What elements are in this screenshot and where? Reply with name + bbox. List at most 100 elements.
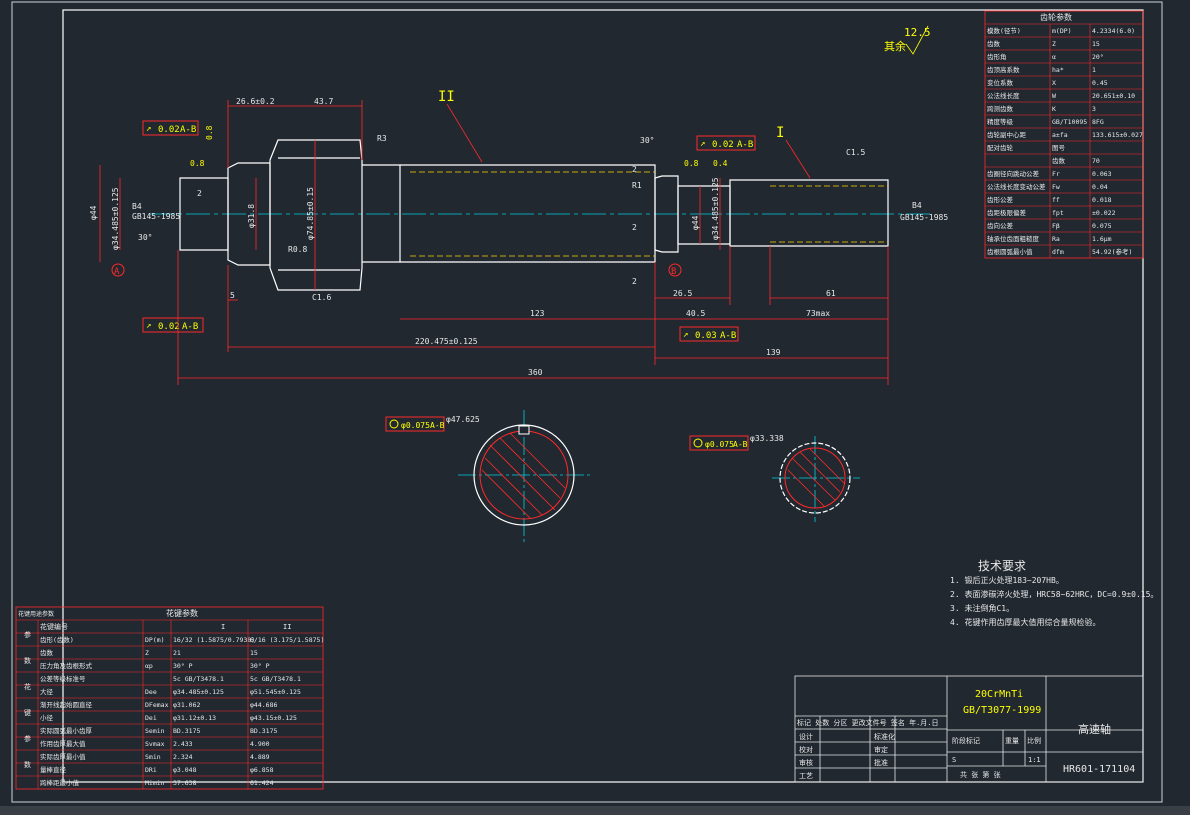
dia-left-2: φ44 — [89, 205, 98, 220]
gear-table-cell: 轴承位齿面粗糙度 — [987, 234, 1040, 243]
spline-table-cell: 16/32 (1.5875/0.7938) — [173, 636, 255, 644]
center-hole-left-std: GB145-1985 — [132, 212, 180, 221]
spline-table-cell: φ44.686 — [250, 701, 277, 709]
gear-table-cell: 20° — [1092, 53, 1104, 61]
gear-table-cell: 3 — [1092, 105, 1096, 113]
gear-table-cell: 齿轮副中心距 — [987, 130, 1027, 139]
gear-table-cell: 8FG — [1092, 118, 1104, 126]
section-view-1 — [458, 410, 590, 545]
fillet-r08: R0.8 — [288, 245, 307, 254]
spline-table-col-header: II — [283, 623, 291, 631]
tol-runout-right-value: 0.03 — [695, 331, 717, 341]
tech-req-line-1: 1. 锻后正火处理183~207HB。 — [950, 575, 1064, 585]
spline-table-side-label: 数 — [24, 656, 31, 665]
gear-table-cell: 变位系数 — [987, 78, 1014, 87]
spline-table-cell: 5c GB/T3478.1 — [173, 675, 224, 683]
spline-table-cell: 2.433 — [173, 740, 193, 748]
gear-table-cell: 1 — [1092, 66, 1096, 74]
gear-table-cell: 齿根圆弧最小值 — [987, 247, 1033, 256]
tol-runout-mid-ref: A-B — [737, 140, 753, 150]
tol-runout-left-value: 0.02 — [158, 125, 180, 135]
title-stage-mark: 阶段标记 — [952, 736, 980, 745]
gear-table-cell: dfm — [1052, 248, 1064, 256]
position-icon — [389, 419, 399, 429]
gear-table-cell: X — [1052, 79, 1056, 87]
spline-table-cell: φ3.048 — [173, 766, 197, 774]
spline-table-cell: 30° P — [173, 662, 193, 670]
spline-table-col-header: I — [221, 623, 225, 631]
spline-table-col-header: 花键编号 — [40, 622, 68, 631]
spline-table-cell: 作用齿厚最大值 — [40, 739, 86, 748]
gear-table-cell: 配对齿轮 — [987, 143, 1014, 152]
spline-table-cell: 5c GB/T3478.1 — [250, 675, 301, 683]
spline-table-cell: 6/16 (3.175/1.5875) — [250, 636, 324, 644]
spline-table-cell: φ51.545±0.125 — [250, 688, 301, 696]
spline-table-corner: 花键用途参数 — [18, 610, 54, 618]
gear-table-cell: 齿圈径向跳动公差 — [987, 169, 1040, 178]
title-design: 设计 — [799, 732, 813, 741]
gear-table-cell: 齿顶高系数 — [987, 65, 1020, 74]
dia-left-1: φ34.485±0.125 — [111, 187, 120, 250]
center-hole-right: B4 — [912, 201, 922, 210]
gear-table-cell: 54.92(参考) — [1092, 247, 1132, 256]
gear-table-cell: Ra — [1052, 235, 1060, 243]
section-1-tol: φ0.075 — [401, 421, 430, 430]
dim-2c: 2 — [632, 277, 637, 286]
section-leader-right — [785, 139, 811, 179]
gear-table-cell: 跨测齿数 — [987, 104, 1014, 113]
dimension-texts: 26.6±0.2 43.7 5 123 26.5 40.5 73max 61 2… — [89, 97, 948, 377]
title-standard: GB/T3077-1999 — [963, 705, 1041, 716]
spline-table-cell: 齿数 — [40, 648, 54, 657]
dim-123: 123 — [530, 309, 545, 318]
tol-runout-bottom-value: 0.02 — [158, 322, 180, 332]
spline-table-cell: φ34.485±0.125 — [173, 688, 224, 696]
spline-table-cell: Mimin — [145, 779, 165, 787]
spline-table-cell: 4.889 — [250, 753, 270, 761]
section-2-tol: φ0.075 — [705, 440, 734, 449]
spline-table-cell: 37.638 — [173, 779, 197, 787]
spline-table-side-label: 键 — [24, 708, 31, 717]
spline-table-cell: Svmax — [145, 740, 165, 748]
title-process-review: 审定 — [874, 745, 888, 754]
spline-table-cell: 2.324 — [173, 753, 193, 761]
spline-table-cell: 大径 — [40, 687, 54, 696]
right-spline-end — [729, 179, 889, 247]
title-audit: 审核 — [799, 758, 813, 767]
roughness-label: 其余 — [884, 39, 906, 53]
section-2-dia: φ33.338 — [750, 434, 784, 443]
title-weight: 重量 — [1005, 737, 1019, 745]
title-check: 校对 — [799, 745, 813, 754]
spline-table-cell: BD.3175 — [250, 727, 277, 735]
title-block — [794, 675, 1144, 783]
gear-table-cell: 4.2334(6.0) — [1092, 27, 1135, 35]
gear-table-cell: ff — [1052, 196, 1060, 204]
spline-table-cell: Semin — [145, 727, 165, 735]
tol-runout-right-ref: A-B — [720, 331, 736, 341]
gear-table-cell: W — [1052, 92, 1056, 100]
gear-table-cell: 公法线长度 — [987, 91, 1020, 100]
bottom-scrollbar[interactable] — [0, 806, 1190, 815]
spline-table-cell: Z — [145, 649, 149, 657]
datum-b-marker — [668, 263, 682, 277]
roughness-value: 12.5 — [904, 26, 931, 39]
gear-table-cell: a±fa — [1052, 131, 1068, 139]
dia-mid-1: φ31.8 — [247, 204, 256, 228]
gear-table-title: 齿轮参数 — [1040, 12, 1072, 22]
title-header-row: 标记 处数 分区 更改文件号 签名 年.月.日 — [797, 718, 939, 727]
spline-table-side-label: 数 — [24, 760, 31, 769]
tol-runout-left-ref: A-B — [180, 125, 196, 135]
right-shaft — [677, 185, 731, 245]
title-part-name: 高速轴 — [1078, 722, 1111, 736]
spline-table-cell: 压力角及齿根形式 — [40, 661, 93, 670]
gear-table-cell: Fβ — [1052, 222, 1060, 230]
gear-table-cell: 精度等级 — [987, 117, 1014, 126]
spline-table-cell: 量棒直径 — [40, 765, 67, 774]
gear-table-cell: 齿距极限偏差 — [987, 208, 1027, 217]
dim-top-1: 26.6±0.2 — [236, 97, 275, 106]
dim-2b: 2 — [632, 223, 637, 232]
angle-30-left: 30° — [138, 233, 152, 242]
spline-table-cell: DP(m) — [145, 636, 165, 644]
gear-table-cell: 公法线长度变动公差 — [987, 182, 1046, 191]
fillet-r1: R1 — [632, 181, 642, 190]
gear-table-cell: 齿形公差 — [987, 195, 1014, 204]
